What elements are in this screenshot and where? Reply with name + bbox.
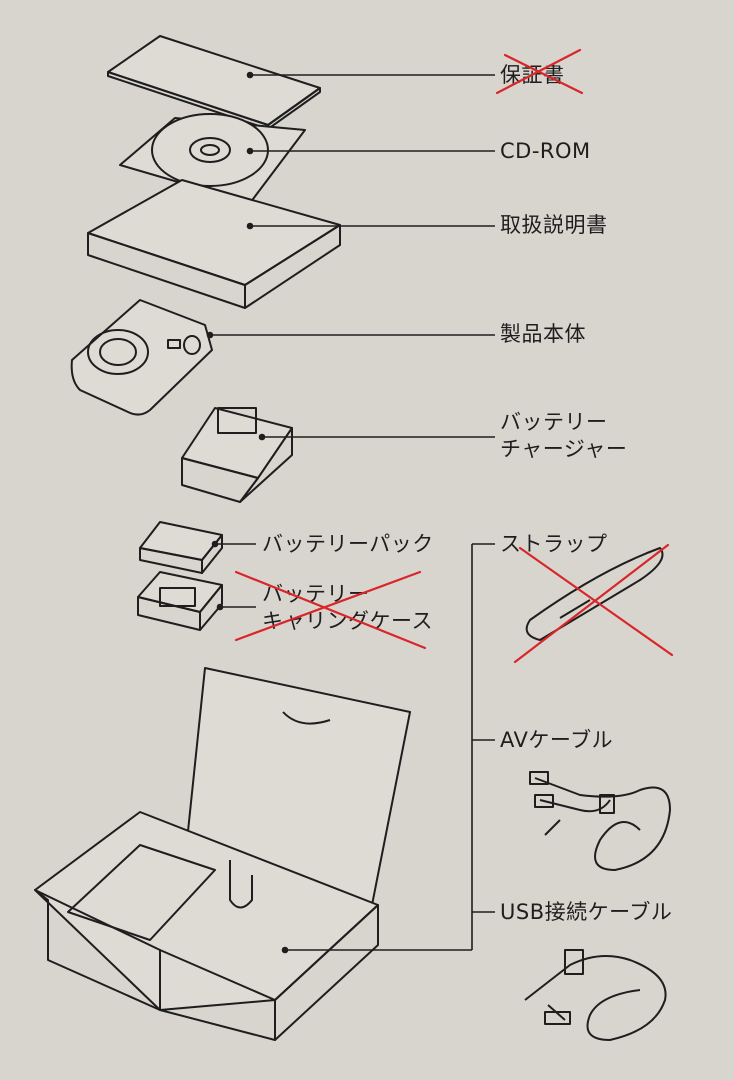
label-usb-cable: USB接続ケーブル: [500, 900, 673, 924]
label-case-line2: キャリングケース: [262, 609, 433, 633]
box-illustration: [34, 667, 411, 1041]
label-case-line1: バッテリー: [262, 582, 370, 606]
usb-cable-illustration: [524, 949, 667, 1041]
battery-charger-illustration: [181, 407, 293, 503]
label-charger-line2: チャージャー: [500, 437, 628, 461]
label-battery-pack: バッテリーパック: [262, 532, 434, 556]
label-strap: ストラップ: [500, 532, 608, 556]
leader-lines: [206, 71, 495, 954]
label-manual: 取扱説明書: [500, 213, 608, 237]
camera-illustration: [70, 299, 213, 416]
label-cd-rom: CD-ROM: [500, 139, 591, 163]
label-av-cable: AVケーブル: [500, 728, 614, 752]
cd-rom-illustration: [119, 113, 306, 204]
label-charger-line1: バッテリー: [500, 410, 608, 434]
battery-pack-illustration: [139, 521, 223, 574]
av-cable-illustration: [529, 771, 671, 871]
manual-illustration: [87, 179, 341, 309]
label-warranty: 保証書: [500, 63, 565, 87]
label-camera-body: 製品本体: [500, 322, 586, 346]
battery-case-illustration: [137, 571, 223, 631]
strap-illustration: [525, 547, 664, 641]
